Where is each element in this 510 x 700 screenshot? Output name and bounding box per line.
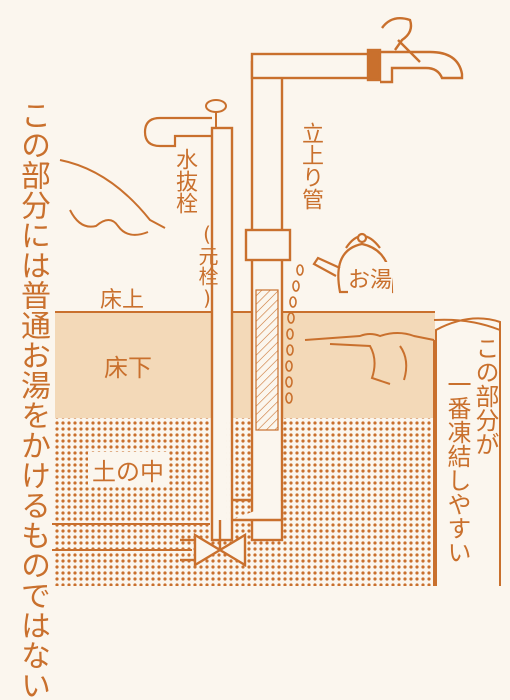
underfloor-area	[55, 312, 435, 418]
bottom-connector	[232, 498, 284, 522]
hot-water-drops	[285, 264, 304, 404]
riser-pipe-label: 立上り管	[298, 122, 323, 210]
pointing-hand-right	[304, 318, 501, 586]
pointing-hand-left	[59, 159, 166, 236]
right-note-bracket	[435, 317, 501, 586]
floor-above-label: 床上	[100, 288, 145, 313]
riser-top-pipe	[250, 52, 374, 80]
diagram-canvas	[52, 17, 501, 586]
hot-water-label: お湯	[348, 262, 393, 294]
faucet-valve-label: 水抜栓	[172, 148, 197, 214]
underground-label: 土の中	[88, 452, 168, 487]
pipe-freezing-diagram: この部分には普通お湯をかけるものではない 水抜栓 (元栓) 立上り管 お湯 床上…	[15, 17, 501, 700]
faucet-icon	[366, 17, 464, 84]
valve-pipe	[210, 126, 234, 542]
left-note: この部分には普通お湯をかけるものではない	[15, 100, 50, 700]
floor-below-label: 床下	[104, 354, 152, 382]
left-leader-lines	[52, 523, 210, 551]
valve-spout	[143, 116, 212, 148]
right-note-line2: 一番凍結しやすい	[443, 372, 471, 564]
riser-pipe	[244, 60, 292, 542]
right-note-line1: この部分が	[471, 336, 499, 456]
valve-handle-icon	[205, 99, 227, 128]
gate-valve-icon	[180, 520, 247, 568]
faucet-valve-sublabel: (元栓)	[195, 222, 219, 310]
